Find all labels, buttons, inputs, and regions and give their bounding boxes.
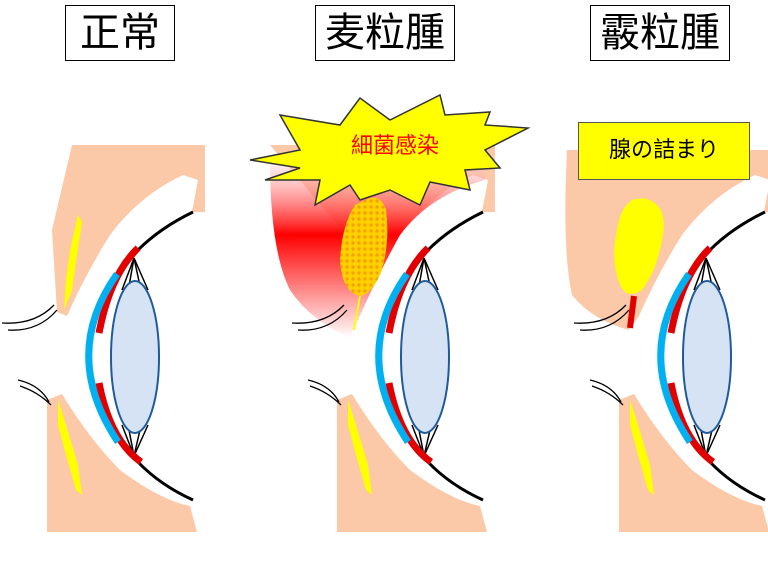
lower-meibomian-gland	[58, 400, 82, 495]
bacterial-infection-starburst	[249, 93, 531, 207]
title-chalazion: 霰粒腫	[590, 5, 730, 61]
lower-meibomian-gland	[348, 400, 372, 495]
panel-hordeolum	[249, 93, 531, 532]
eye-cross-section	[2, 212, 197, 532]
upper-eyelid	[52, 145, 205, 316]
panel-chalazion	[565, 150, 768, 532]
panel-normal	[2, 145, 205, 532]
lower-meibomian-gland	[630, 400, 654, 495]
upper-meibomian-gland	[64, 215, 82, 310]
infected-gland	[340, 197, 388, 296]
title-normal: 正常	[65, 5, 175, 61]
upper-eyelid	[565, 150, 768, 330]
gland-duct	[353, 295, 361, 331]
blocked-duct	[627, 295, 637, 329]
bacterial-infection-label: 細菌感染	[350, 134, 439, 159]
blocked-gland-cyst	[614, 198, 664, 294]
title-hordeolum: 麦粒腫	[315, 5, 455, 61]
gland-blockage-label: 腺の詰まり	[578, 122, 750, 180]
